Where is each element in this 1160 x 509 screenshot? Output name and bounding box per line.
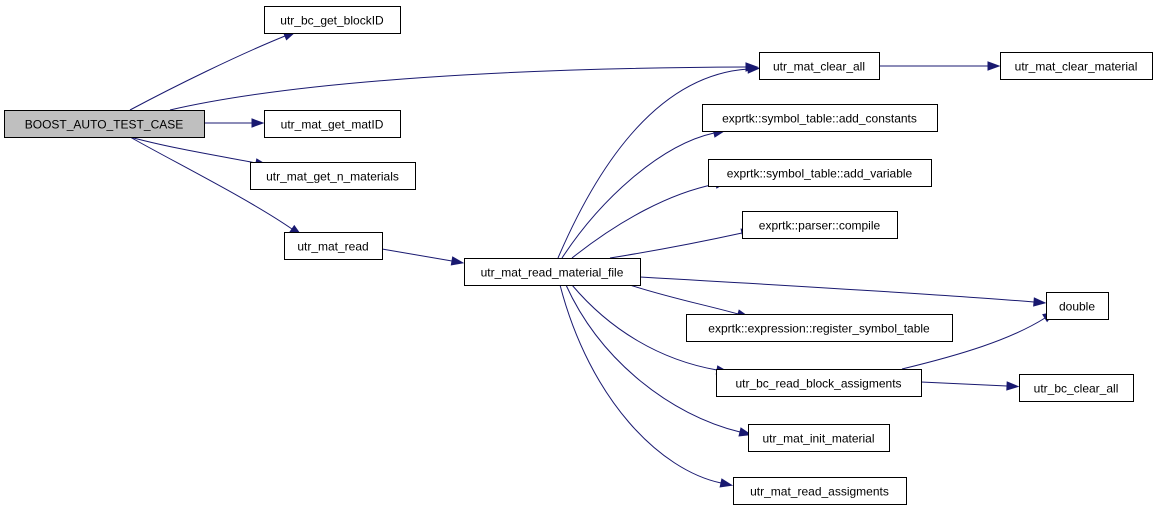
edge-clearall-to-clearmat bbox=[879, 61, 1001, 71]
node-label: exprtk::symbol_table::add_variable bbox=[727, 167, 913, 181]
node-box bbox=[733, 477, 907, 505]
node-label: double bbox=[1059, 300, 1095, 314]
arrowhead-icon bbox=[719, 478, 734, 488]
edge-line bbox=[629, 284, 739, 315]
node-readassign[interactable]: utr_mat_read_assigments bbox=[733, 477, 907, 505]
node-box bbox=[1019, 374, 1134, 402]
edge-matread-to-readfile bbox=[381, 248, 465, 266]
node-double[interactable]: double bbox=[1046, 292, 1109, 320]
node-bcclear[interactable]: utr_bc_clear_all bbox=[1019, 374, 1134, 402]
node-initmat[interactable]: utr_mat_init_material bbox=[748, 424, 890, 452]
node-label: utr_mat_read_assigments bbox=[750, 485, 889, 499]
node-readfile[interactable]: utr_mat_read_material_file bbox=[464, 258, 641, 286]
node-box bbox=[464, 258, 641, 286]
node-box bbox=[686, 314, 953, 342]
edge-line bbox=[571, 183, 717, 259]
node-label: exprtk::symbol_table::add_constants bbox=[722, 112, 917, 126]
edge-root-to-getblock bbox=[129, 31, 297, 111]
edge-line bbox=[561, 132, 715, 259]
edge-line bbox=[571, 284, 718, 371]
arrowhead-icon bbox=[738, 427, 753, 437]
node-root[interactable]: BOOST_AUTO_TEST_CASE bbox=[4, 110, 205, 138]
node-box bbox=[4, 110, 205, 138]
edge-line bbox=[559, 284, 722, 484]
nodes-layer: BOOST_AUTO_TEST_CASE utr_bc_get_blockIDut… bbox=[4, 6, 1153, 505]
edge-readfile-to-addconst bbox=[561, 128, 727, 259]
node-label: utr_mat_get_matID bbox=[281, 118, 384, 132]
edge-line bbox=[169, 66, 747, 111]
edge-readfile-to-readassign bbox=[559, 284, 734, 488]
edge-line bbox=[609, 232, 743, 259]
node-label: BOOST_AUTO_TEST_CASE bbox=[25, 118, 184, 132]
edge-readfile-to-clearall bbox=[557, 64, 761, 259]
node-box bbox=[264, 110, 401, 138]
edge-root-to-clearall bbox=[169, 62, 759, 111]
node-label: utr_mat_clear_all bbox=[773, 60, 865, 74]
node-addvar[interactable]: exprtk::symbol_table::add_variable bbox=[708, 159, 932, 187]
node-label: utr_bc_get_blockID bbox=[280, 14, 384, 28]
node-regsym[interactable]: exprtk::expression::register_symbol_tabl… bbox=[686, 314, 953, 342]
edge-line bbox=[920, 381, 1008, 387]
arrowhead-icon bbox=[450, 256, 465, 266]
node-label: utr_mat_init_material bbox=[762, 432, 874, 446]
edge-readfile-to-double bbox=[639, 276, 1047, 307]
node-label: utr_bc_read_block_assigments bbox=[735, 377, 901, 391]
node-label: utr_mat_clear_material bbox=[1015, 60, 1138, 74]
node-box bbox=[1046, 292, 1109, 320]
node-label: exprtk::expression::register_symbol_tabl… bbox=[708, 322, 930, 336]
edge-line bbox=[565, 284, 741, 433]
edge-line bbox=[129, 136, 293, 230]
node-box bbox=[742, 211, 898, 239]
edge-readfile-to-compile bbox=[609, 228, 755, 259]
arrowhead-icon bbox=[987, 61, 1001, 71]
node-box bbox=[708, 159, 932, 187]
node-clearall[interactable]: utr_mat_clear_all bbox=[759, 52, 880, 80]
node-box bbox=[264, 6, 401, 34]
edge-line bbox=[381, 248, 453, 262]
arrowhead-icon bbox=[747, 64, 761, 74]
edge-readblock-to-bcclear bbox=[920, 381, 1020, 391]
node-box bbox=[284, 232, 383, 260]
edge-readfile-to-addvar bbox=[571, 179, 729, 259]
node-clearmat[interactable]: utr_mat_clear_material bbox=[1000, 52, 1153, 80]
node-box bbox=[748, 424, 890, 452]
edge-line bbox=[129, 35, 286, 111]
node-box bbox=[759, 52, 880, 80]
node-box bbox=[1000, 52, 1153, 80]
node-label: exprtk::parser::compile bbox=[759, 219, 881, 233]
node-readblock[interactable]: utr_bc_read_block_assigments bbox=[716, 369, 922, 397]
arrowhead-icon bbox=[1006, 381, 1020, 391]
node-compile[interactable]: exprtk::parser::compile bbox=[742, 211, 898, 239]
node-label: utr_mat_get_n_materials bbox=[266, 170, 399, 184]
edge-line bbox=[557, 68, 749, 259]
node-label: utr_bc_clear_all bbox=[1034, 382, 1119, 396]
node-label: utr_mat_read_material_file bbox=[481, 266, 624, 280]
edge-root-to-getmat bbox=[204, 118, 265, 128]
node-getblock[interactable]: utr_bc_get_blockID bbox=[264, 6, 401, 34]
edge-line bbox=[901, 317, 1046, 370]
node-box bbox=[702, 104, 938, 132]
node-addconst[interactable]: exprtk::symbol_table::add_constants bbox=[702, 104, 938, 132]
node-label: utr_mat_read bbox=[297, 240, 368, 254]
edge-readfile-to-regsym bbox=[629, 284, 750, 319]
edge-root-to-getn bbox=[129, 136, 269, 168]
node-box bbox=[716, 369, 922, 397]
node-getmat[interactable]: utr_mat_get_matID bbox=[264, 110, 401, 138]
edge-readfile-to-initmat bbox=[565, 284, 753, 437]
node-matread[interactable]: utr_mat_read bbox=[284, 232, 383, 260]
edge-line bbox=[129, 136, 257, 164]
arrowhead-icon bbox=[1033, 297, 1047, 307]
node-box bbox=[250, 162, 416, 190]
arrowhead-icon bbox=[251, 118, 265, 128]
edge-line bbox=[639, 276, 1035, 303]
node-getn[interactable]: utr_mat_get_n_materials bbox=[250, 162, 416, 190]
